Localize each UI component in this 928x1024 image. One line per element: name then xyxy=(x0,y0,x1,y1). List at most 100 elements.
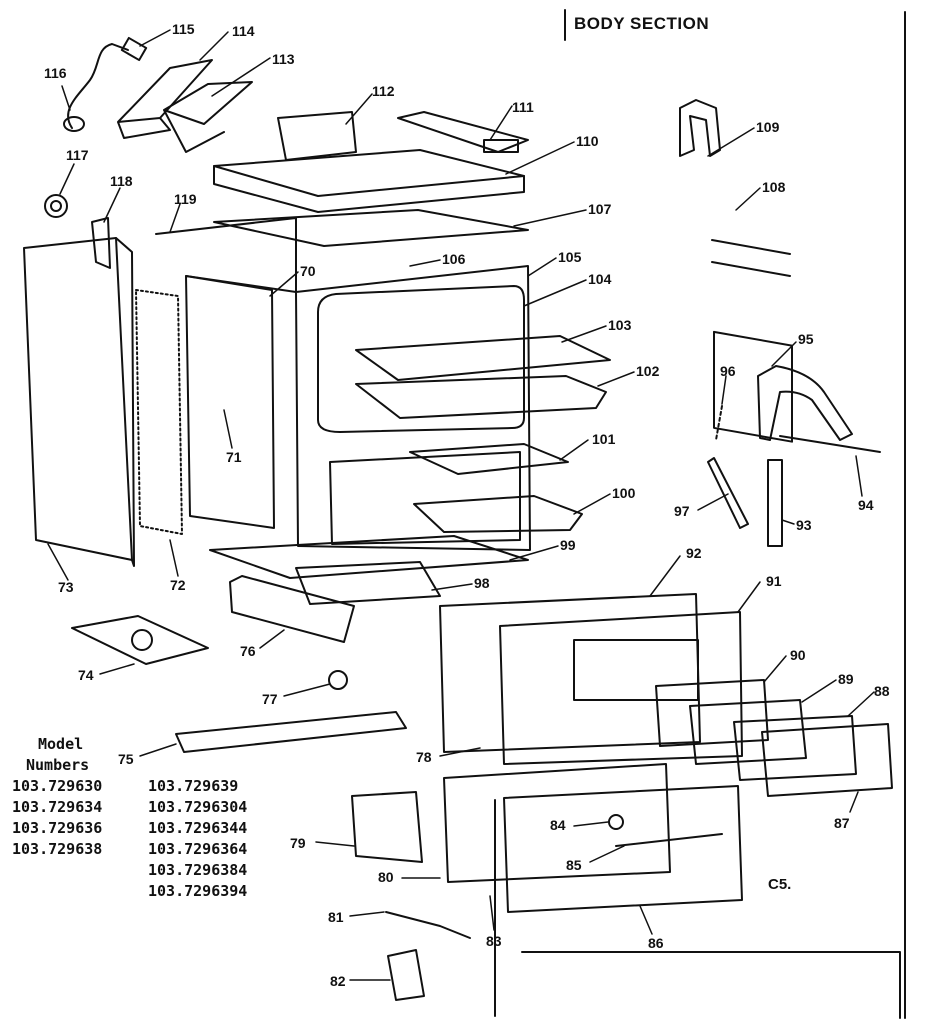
part-label: 106 xyxy=(442,251,466,267)
part-73-outer-side xyxy=(23,237,133,561)
part-label: 85 xyxy=(566,857,582,873)
part-label: 79 xyxy=(290,835,306,851)
part-label: 76 xyxy=(240,643,256,659)
part-cord-116 xyxy=(67,43,129,129)
part-119-back xyxy=(155,217,297,293)
part-74-hole xyxy=(131,629,153,651)
part-90-glass xyxy=(655,679,769,747)
part-label: 72 xyxy=(170,577,186,593)
model-row: 103.729638 103.7296364 xyxy=(12,839,247,860)
part-96-spring xyxy=(715,405,723,441)
part-100-pan xyxy=(413,495,583,533)
model-header-line1: Model xyxy=(38,735,84,753)
part-label: 82 xyxy=(330,973,346,989)
part-87-trim xyxy=(761,723,893,797)
part-label: 87 xyxy=(834,815,850,831)
part-label: 70 xyxy=(300,263,316,279)
part-93-bracket xyxy=(767,459,783,547)
model-number: 103.729630 xyxy=(12,777,103,795)
figure-code: C5. xyxy=(768,876,792,893)
model-row: 103.729634 103.7296304 xyxy=(12,797,247,818)
part-72-insulation xyxy=(135,289,183,535)
part-108-frame xyxy=(713,330,793,443)
part-label: 88 xyxy=(874,683,890,699)
model-number: 103.729638 xyxy=(12,840,103,858)
part-76-channel xyxy=(229,575,355,643)
part-oven-opening xyxy=(317,285,525,433)
part-label: 115 xyxy=(172,21,195,37)
part-74-plate xyxy=(71,615,209,665)
model-row: 103.729630 103.729639 xyxy=(12,776,247,797)
part-101-grid xyxy=(409,443,569,475)
part-107 xyxy=(213,209,529,247)
part-109 xyxy=(679,99,721,157)
part-label: 110 xyxy=(576,133,599,149)
part-label: 100 xyxy=(612,485,636,501)
part-label: 77 xyxy=(262,691,278,707)
part-99-floor xyxy=(209,535,529,579)
part-label: 92 xyxy=(686,545,702,561)
part-label: 105 xyxy=(558,249,582,265)
part-label: 101 xyxy=(592,431,616,447)
part-108-rung1 xyxy=(711,239,791,255)
part-label: 97 xyxy=(674,503,690,519)
part-label: 86 xyxy=(648,935,664,951)
part-label: 78 xyxy=(416,749,432,765)
part-fitting-115 xyxy=(120,36,148,62)
model-number: 103.7296344 xyxy=(148,819,248,837)
part-91-window xyxy=(573,639,699,701)
model-row: 103.729636 103.7296344 xyxy=(12,818,247,839)
part-89 xyxy=(689,699,807,765)
model-number: 103.729634 xyxy=(12,798,103,816)
part-79-drawer xyxy=(351,791,423,863)
part-label: 98 xyxy=(474,575,490,591)
part-label: 102 xyxy=(636,363,660,379)
part-plug-116 xyxy=(63,116,85,132)
part-label: 109 xyxy=(756,119,780,135)
part-label: 112 xyxy=(372,83,395,99)
part-label: 103 xyxy=(608,317,632,333)
part-label: 95 xyxy=(798,331,814,347)
part-85-handle xyxy=(615,833,723,847)
model-number: 103.7296394 xyxy=(148,882,248,900)
part-117-inner xyxy=(50,200,62,212)
part-77-knob xyxy=(328,670,348,690)
part-75-rail xyxy=(175,711,407,753)
part-95-hinge xyxy=(757,365,853,441)
part-label: 108 xyxy=(762,179,786,195)
part-114 xyxy=(117,59,213,139)
model-number: 103.7296304 xyxy=(148,798,248,816)
part-label: 94 xyxy=(858,497,874,513)
part-label: 111 xyxy=(512,99,534,115)
leader-lines xyxy=(47,29,875,981)
part-80-frame xyxy=(443,763,671,883)
model-number: 103.7296364 xyxy=(148,840,248,858)
part-94-arm xyxy=(779,435,881,453)
model-row: 103.7296384 xyxy=(12,860,247,881)
part-70-side-panel xyxy=(185,275,275,529)
part-cabinet-body xyxy=(295,265,531,551)
part-label: 118 xyxy=(110,173,133,189)
part-label: 116 xyxy=(44,65,67,81)
part-73-edge xyxy=(115,237,135,567)
frame-bottom xyxy=(521,951,901,1019)
part-broiler-opening xyxy=(329,451,521,545)
part-111-clip xyxy=(483,139,519,153)
part-113 xyxy=(163,81,253,153)
part-110-top-panel xyxy=(213,149,525,197)
model-number: 103.729639 xyxy=(148,777,239,795)
model-header-line2: Numbers xyxy=(26,756,90,774)
model-numbers-block: Model Numbers 103.729630 103.729639 103.7… xyxy=(12,734,247,902)
part-label: 99 xyxy=(560,537,576,553)
part-label: 71 xyxy=(226,449,242,465)
part-label: 114 xyxy=(232,23,255,39)
part-88 xyxy=(733,715,857,781)
model-row: 103.7296394 xyxy=(12,881,247,902)
model-number: 103.729636 xyxy=(12,819,103,837)
part-118 xyxy=(91,217,111,269)
part-label: 117 xyxy=(66,147,89,163)
part-97-rod xyxy=(707,457,749,529)
part-111 xyxy=(397,111,529,153)
part-82-bracket xyxy=(387,949,425,1001)
